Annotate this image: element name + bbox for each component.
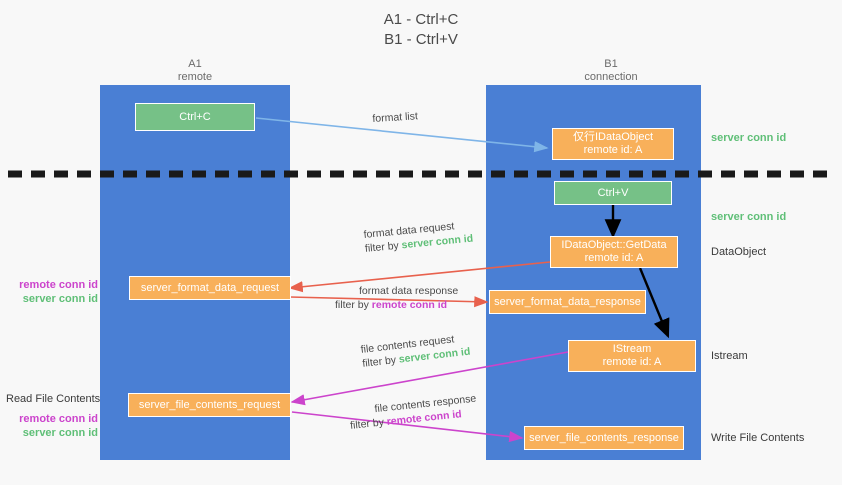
note-conn-pair-2: remote conn id server conn id <box>6 412 98 440</box>
edge-label-format-list: format list <box>372 109 418 126</box>
column-header-a1-name: A1 <box>188 58 202 70</box>
page-title: A1 - Ctrl+C B1 - Ctrl+V <box>383 11 459 48</box>
box-istream-line1: IStream <box>612 343 652 355</box>
edge-label-format-data-response-filter: filter by remote conn id <box>335 298 458 312</box>
edge-label-format-data-response-line1: format data response <box>359 285 459 297</box>
box-server-file-contents-request[interactable]: server_file_contents_request <box>128 393 291 417</box>
box-istream-line2: remote id: A <box>602 356 662 368</box>
box-ctrl-c[interactable]: Ctrl+C <box>135 103 255 131</box>
box-idataobject-top[interactable]: 仅行IDataObject remote id: A <box>552 128 674 160</box>
edge-label-format-data-request: format data request filter by server con… <box>363 218 474 256</box>
column-header-b1-sub: connection <box>584 71 638 83</box>
column-header-b1: B1 connection <box>521 58 701 84</box>
box-ctrl-v[interactable]: Ctrl+V <box>554 181 672 205</box>
note-server-conn-id-top: server conn id <box>711 132 787 144</box>
box-server-format-data-request-label: server_format_data_request <box>140 281 280 294</box>
note-server-conn-id-mid: server conn id <box>711 211 787 223</box>
note-conn-pair-2-server: server conn id <box>22 427 98 439</box>
column-header-a1: A1 remote <box>105 58 285 84</box>
box-ctrl-c-label: Ctrl+C <box>179 110 211 123</box>
edge-label-file-contents-response: file contents response filter by remote … <box>348 392 478 433</box>
note-read-file-contents: Read File Contents <box>6 393 101 405</box>
box-idataobject-top-line1: 仅行IDataObject <box>572 131 654 143</box>
note-conn-pair-2-remote: remote conn id <box>19 413 98 425</box>
filter-prefix: filter by <box>335 299 372 311</box>
edge-label-format-list-text: format list <box>372 110 419 125</box>
filter-value-remote-conn-id: remote conn id <box>371 299 448 311</box>
box-getdata-line1: IDataObject::GetData <box>561 239 667 251</box>
note-dataobject: DataObject <box>711 246 767 258</box>
note-istream: Istream <box>711 350 748 362</box>
note-conn-pair-1-server: server conn id <box>22 293 98 305</box>
box-getdata-line2: remote id: A <box>584 252 644 264</box>
filter-prefix: filter by <box>361 353 400 370</box>
box-server-format-data-response-label: server_format_data_response <box>494 295 641 308</box>
box-server-format-data-request[interactable]: server_format_data_request <box>129 276 291 300</box>
edge-label-file-contents-request: file contents request filter by server c… <box>360 331 471 371</box>
box-ctrl-v-label: Ctrl+V <box>597 186 629 199</box>
note-conn-pair-1: remote conn id server conn id <box>6 278 98 306</box>
filter-prefix: filter by <box>349 416 388 432</box>
filter-prefix: filter by <box>364 239 403 255</box>
edge-label-format-data-response: format data response filter by remote co… <box>335 284 458 312</box>
column-header-a1-sub: remote <box>177 71 213 83</box>
box-server-file-contents-request-label: server_file_contents_request <box>138 398 281 411</box>
box-getdata[interactable]: IDataObject::GetData remote id: A <box>550 236 678 268</box>
note-write-file-contents: Write File Contents <box>711 432 805 444</box>
box-istream[interactable]: IStream remote id: A <box>568 340 696 372</box>
note-conn-pair-1-remote: remote conn id <box>19 279 98 291</box>
box-idataobject-top-line2: remote id: A <box>583 144 643 156</box>
column-header-b1-name: B1 <box>604 58 618 70</box>
box-server-file-contents-response[interactable]: server_file_contents_response <box>524 426 684 450</box>
box-server-format-data-response[interactable]: server_format_data_response <box>489 290 646 314</box>
box-server-file-contents-response-label: server_file_contents_response <box>529 431 679 444</box>
